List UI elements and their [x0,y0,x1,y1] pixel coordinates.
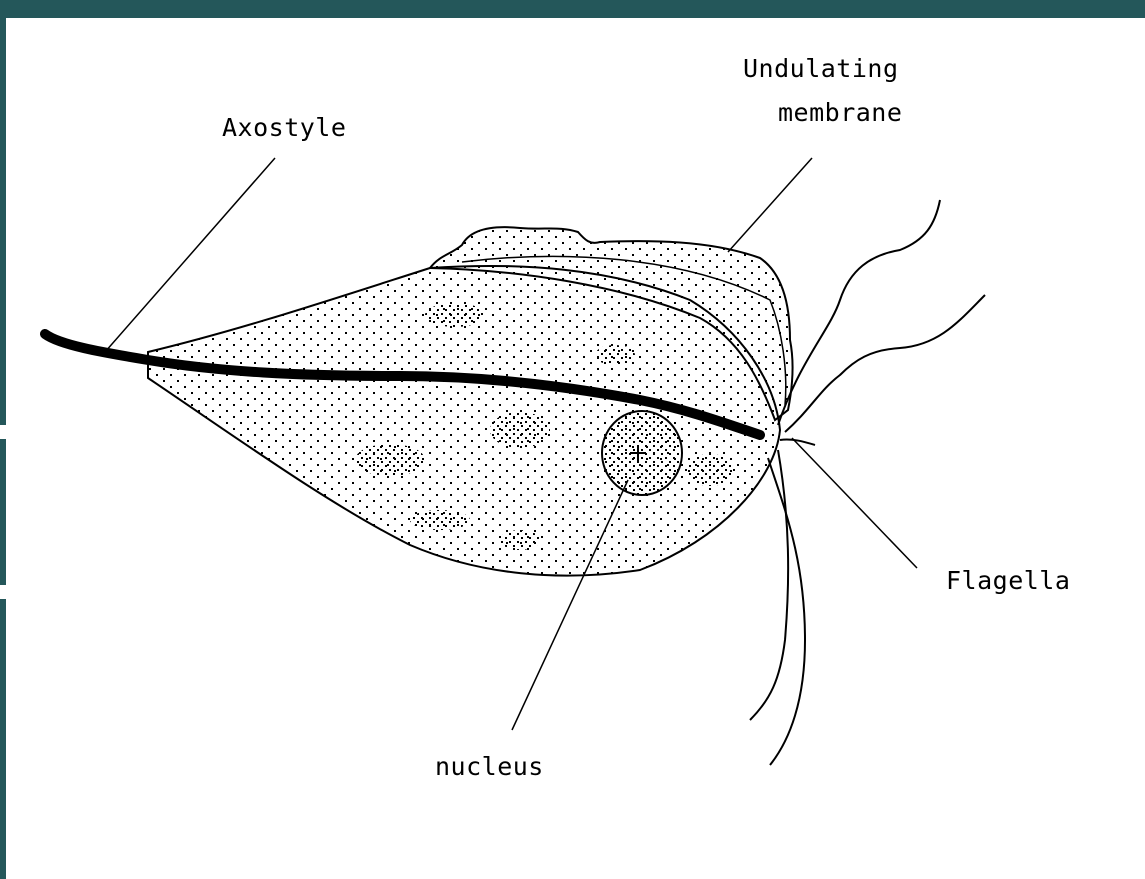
nucleus [602,411,682,495]
label-undulating: Undulating [743,54,899,84]
label-flagella: Flagella [946,566,1070,596]
label-membrane: membrane [778,98,902,128]
flagella [750,200,985,765]
label-axostyle: Axostyle [222,113,346,143]
label-nucleus: nucleus [435,752,544,782]
